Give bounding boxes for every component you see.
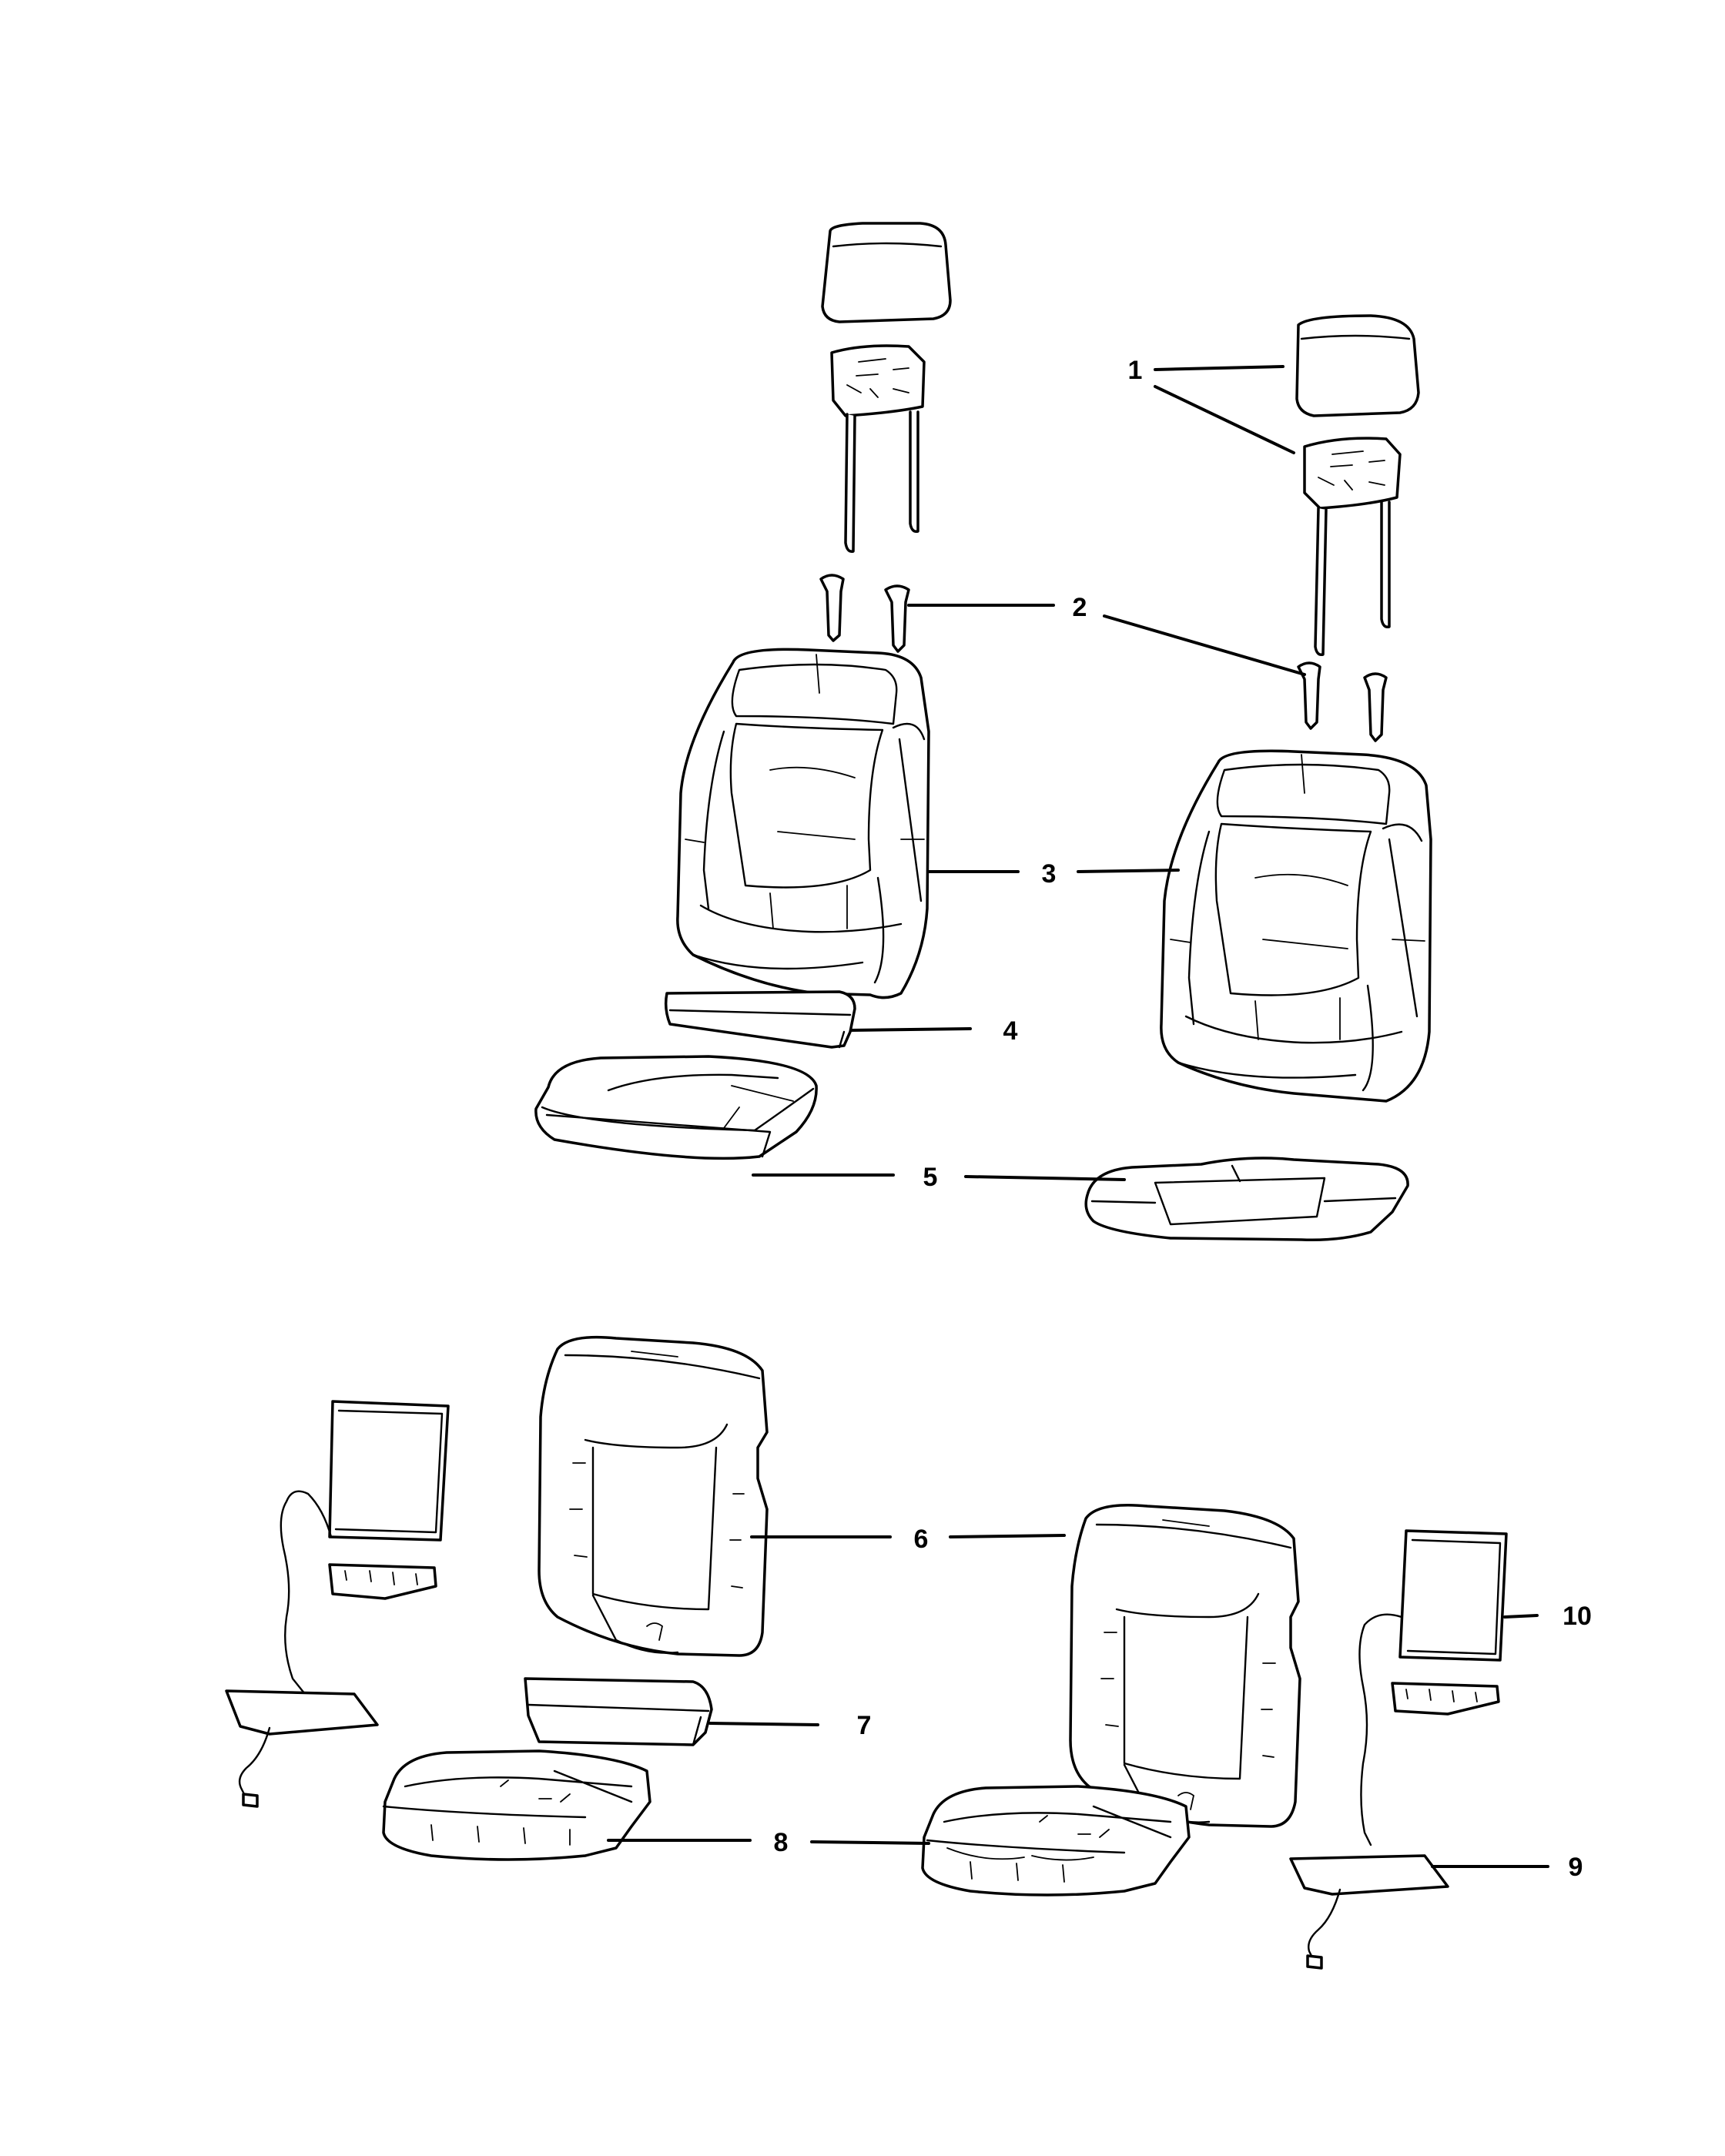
callout-3: 3 <box>1042 859 1057 889</box>
left-headrest-guides <box>819 574 910 653</box>
right-headrest <box>1295 314 1420 417</box>
left-seatback-bolster-pad <box>664 990 856 1049</box>
right-cushion-heater <box>1289 1854 1449 1970</box>
right-headrest-guides <box>1297 661 1388 742</box>
left-headrest <box>821 222 952 323</box>
left-headrest-frame <box>830 344 926 554</box>
callout-8: 8 <box>774 1828 789 1857</box>
callout-1: 1 <box>1128 356 1143 385</box>
left-bolster-pad-lower <box>524 1677 713 1746</box>
right-lumbar-heater <box>1358 1529 1508 1846</box>
left-seat-cushion-frame <box>382 1749 651 1861</box>
callout-4: 4 <box>1003 1016 1018 1046</box>
callout-9: 9 <box>1569 1853 1583 1882</box>
callout-labels: 1 2 3 4 5 6 7 8 9 10 <box>774 356 1592 1882</box>
left-lumbar-heater <box>280 1400 450 1696</box>
right-seatback-foam <box>1069 1503 1301 1828</box>
callout-5: 5 <box>923 1163 938 1192</box>
left-seatback-cover <box>676 648 930 999</box>
right-seat-cushion-foam <box>1084 1157 1409 1242</box>
left-seatback-foam <box>538 1335 769 1657</box>
left-seat-cushion-cover <box>534 1055 818 1160</box>
right-headrest-frame <box>1303 437 1402 657</box>
callout-6: 6 <box>914 1525 929 1554</box>
callout-10: 10 <box>1563 1602 1592 1631</box>
callout-7: 7 <box>857 1711 872 1740</box>
left-cushion-heater <box>225 1689 379 1808</box>
right-seat-cushion-frame <box>921 1785 1191 1897</box>
leader-lines <box>607 365 1549 1868</box>
right-seatback-cover <box>1160 749 1432 1103</box>
callout-2: 2 <box>1073 593 1087 622</box>
